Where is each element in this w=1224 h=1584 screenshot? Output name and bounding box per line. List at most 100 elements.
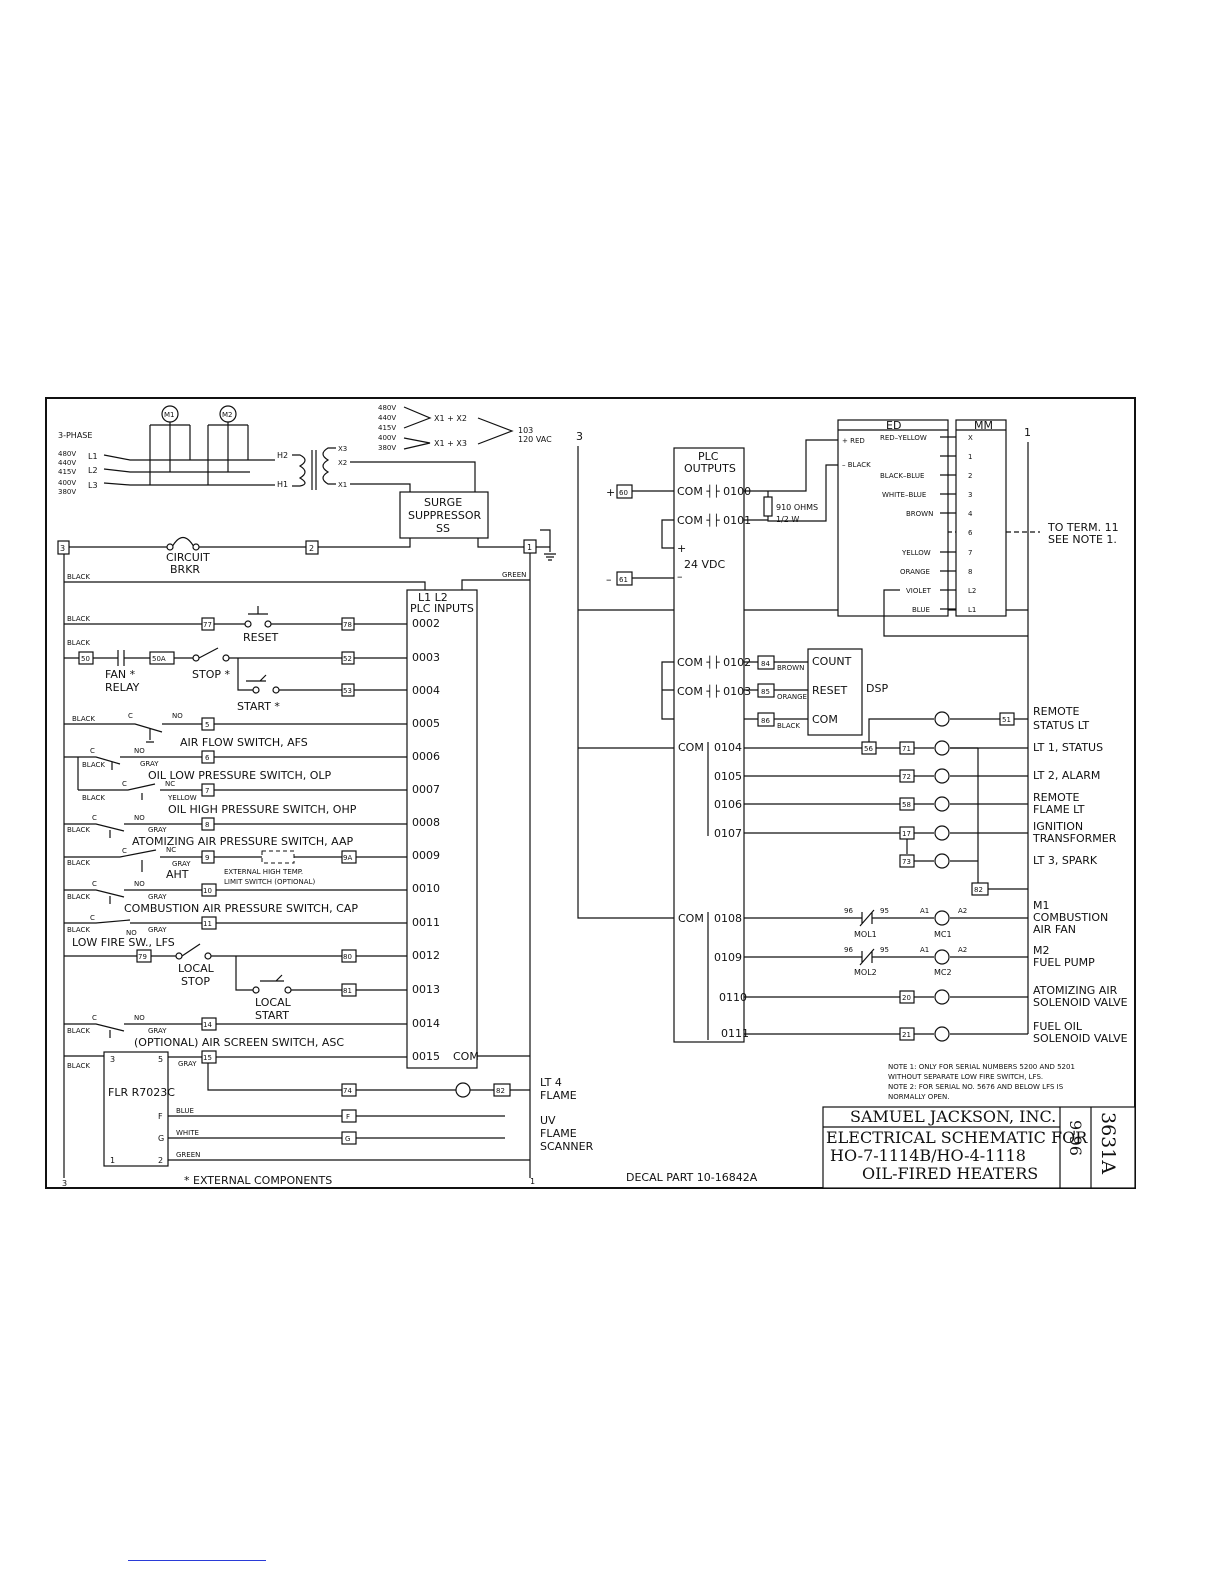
- lt4-label: FLAME: [540, 1089, 577, 1102]
- terminal-2-label: 2: [309, 544, 314, 553]
- input-address: 0005: [412, 717, 440, 730]
- output-label: SOLENOID VALVE: [1033, 1032, 1128, 1045]
- dsp-row: RESET: [812, 684, 848, 697]
- terminal-86: [757, 712, 775, 727]
- local-stop-label: STOP: [181, 975, 210, 988]
- wire-label: BLACK: [72, 715, 95, 723]
- terminal-7: [201, 783, 215, 797]
- uv-label: FLAME: [540, 1127, 577, 1140]
- tap-x1x3: X1 + X3: [434, 439, 467, 448]
- lt4-label: LT 4: [540, 1076, 562, 1089]
- terminal-label: A2: [958, 907, 967, 915]
- ed-box: [837, 419, 949, 617]
- terminal-label: 81: [343, 987, 352, 995]
- terminal-51: [999, 712, 1015, 726]
- terminal-label: 9: [205, 854, 209, 862]
- input-com: COM: [453, 1050, 479, 1063]
- output-address: 0108: [714, 912, 742, 925]
- mc2-coil: [934, 949, 950, 965]
- h1-label: H1: [277, 480, 288, 489]
- terminal-label: 50: [81, 655, 90, 663]
- tap-label: 400V: [378, 434, 396, 442]
- asc-label: (OPTIONAL) AIR SCREEN SWITCH, ASC: [134, 1036, 344, 1049]
- terminal-9: [201, 850, 215, 864]
- wire-label: GRAY: [178, 1060, 197, 1068]
- contact-no: NO: [134, 814, 145, 822]
- terminal-label: F: [346, 1113, 350, 1121]
- drawing-number: 3631A: [1097, 1112, 1119, 1174]
- surge-suppressor-box: [399, 491, 489, 539]
- title-block: SAMUEL JACKSON, INC. ELECTRICAL SCHEMATI…: [822, 1106, 1136, 1189]
- resistor-label: 910 OHMS: [776, 503, 818, 512]
- terminal-label: 96: [844, 907, 853, 915]
- terminal-label: 82: [974, 886, 983, 894]
- terminal-label: 80: [343, 953, 352, 961]
- terminal-85: [757, 683, 775, 698]
- contact-c: C: [122, 780, 127, 788]
- input-address: 0015: [412, 1050, 440, 1063]
- input-address: 0013: [412, 983, 440, 996]
- company-name: SAMUEL JACKSON, INC.: [850, 1107, 1056, 1126]
- ed-black: – BLACK: [842, 461, 871, 469]
- mc1-coil: [934, 910, 950, 926]
- breaker-label: BRKR: [170, 563, 200, 576]
- relay-label: RELAY: [105, 681, 140, 694]
- drawing-title: HO-7-1114B/HO-4-1118: [830, 1146, 1026, 1165]
- contact-no: NO: [172, 712, 183, 720]
- lt3-lamp: [934, 853, 950, 869]
- terminal-11: [201, 916, 217, 930]
- terminal-label: 21: [902, 1031, 911, 1039]
- output-label: FUEL OIL: [1033, 1020, 1083, 1033]
- input-address: 0012: [412, 949, 440, 962]
- notes: NOTE 1: ONLY FOR SERIAL NUMBERS 5200 AND…: [888, 1063, 1075, 1101]
- output-com-row: COM ┤├ 0100: [677, 484, 751, 498]
- afs-label: AIR FLOW SWITCH, AFS: [180, 736, 308, 749]
- output-address: 0105: [714, 770, 742, 783]
- terminal-label: 53: [343, 687, 352, 695]
- terminal-label: 51: [1002, 716, 1011, 724]
- wire-label: BLACK: [67, 1027, 90, 1035]
- contact-nc: NC: [165, 780, 175, 788]
- start-label: START *: [237, 700, 280, 713]
- output-address: 0106: [714, 798, 742, 811]
- wire-label: YELLOW: [167, 794, 197, 802]
- terminal-74: [341, 1083, 357, 1097]
- terminal-14: [201, 1017, 217, 1031]
- terminal-5: [201, 717, 215, 731]
- terminal-1-label: 1: [527, 543, 532, 552]
- mm-pin: 8: [968, 568, 972, 576]
- plc-inputs-l1l2: L1 L2: [418, 591, 448, 604]
- input-address: 0007: [412, 783, 440, 796]
- terminal-label: 85: [761, 688, 770, 696]
- terminal-label: 73: [902, 858, 911, 866]
- terminal-label: 84: [761, 660, 770, 668]
- out-103: 103: [518, 426, 533, 435]
- terminal-label: 20: [902, 994, 911, 1002]
- flr-pin-f: F: [158, 1112, 163, 1121]
- wire-label: BLUE: [176, 1107, 194, 1115]
- footer-left-num: 3: [62, 1179, 67, 1188]
- output-address: 0107: [714, 827, 742, 840]
- contact-nc: NC: [166, 846, 176, 854]
- h2-label: H2: [277, 451, 288, 460]
- tap-label: 415V: [378, 424, 396, 432]
- wire-label: GREEN: [176, 1151, 200, 1159]
- terminal-58: [899, 797, 915, 811]
- uv-label: UV: [540, 1114, 556, 1127]
- note-line: NOTE 2: FOR SERIAL NO. 5676 AND BELOW LF…: [888, 1083, 1064, 1091]
- surge-label: SS: [436, 522, 450, 535]
- output-label: REMOTE: [1033, 705, 1079, 718]
- wire-label: GRAY: [148, 826, 167, 834]
- tap-label: 480V: [378, 404, 396, 412]
- flame-relay-box: [103, 1051, 169, 1167]
- terminal-f: [341, 1109, 357, 1123]
- terminal-label: 17: [902, 830, 911, 838]
- mm-box: [955, 419, 1007, 617]
- dsp-wire: BLACK: [777, 722, 800, 730]
- wire-label: BLACK: [67, 893, 90, 901]
- output-label: M2: [1033, 944, 1050, 957]
- terminal-label: 71: [902, 745, 911, 753]
- minus-sign: –: [677, 570, 683, 583]
- output-rungs: 56 71 51 REMOTE STATUS LT LT 1, STATUS 7…: [744, 705, 1128, 1045]
- terminal-79: [136, 949, 152, 963]
